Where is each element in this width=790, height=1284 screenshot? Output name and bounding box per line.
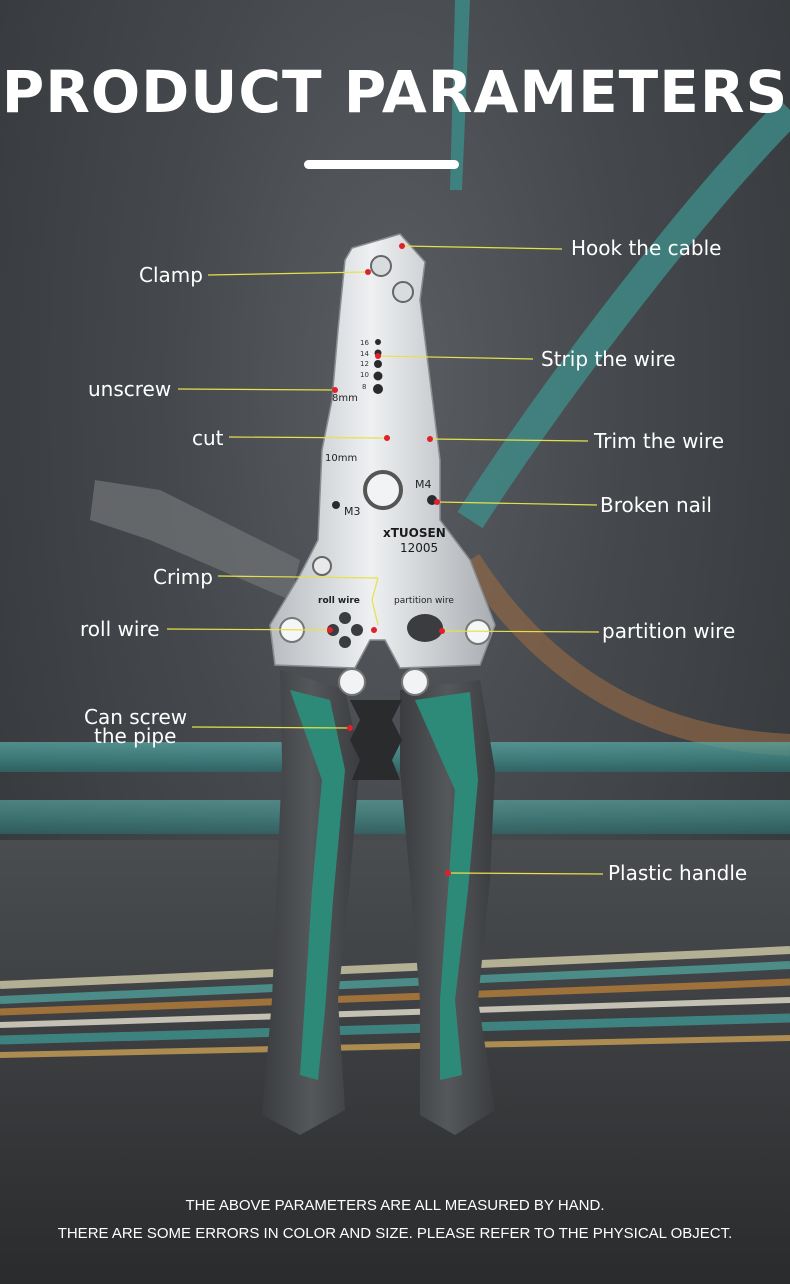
right-handle-green-inlay bbox=[415, 692, 478, 1080]
teal-cable-curve bbox=[457, 99, 790, 529]
footer-line-2: THERE ARE SOME ERRORS IN COLOR AND SIZE.… bbox=[57, 1225, 733, 1242]
marker-dots bbox=[327, 243, 451, 876]
footer-line-1: THE ABOVE PARAMETERS ARE ALL MEASURED BY… bbox=[185, 1197, 605, 1214]
label-roll-wire: roll wire bbox=[80, 617, 160, 641]
teal-cable-vertical bbox=[450, 0, 470, 190]
crimp-rivet bbox=[312, 556, 332, 576]
orange-cable bbox=[460, 554, 790, 756]
m3-mark: M3 bbox=[344, 505, 361, 518]
label-unscrew: unscrew bbox=[88, 377, 172, 401]
wire-bundle bbox=[0, 946, 790, 1058]
page-title: PRODUCT PARAMETERS bbox=[1, 58, 789, 126]
label-can-screw-line1: Can screw bbox=[84, 705, 188, 729]
size-8mm-mark: 8mm bbox=[332, 393, 358, 404]
label-partition-wire: partition wire bbox=[602, 619, 736, 643]
left-handle-green-inlay bbox=[290, 690, 345, 1080]
size-10mm-mark: 10mm bbox=[325, 453, 357, 464]
gauge-14-mark: 14 bbox=[360, 350, 369, 358]
label-plastic-handle: Plastic handle bbox=[608, 861, 748, 885]
right-pivot-rivet bbox=[465, 619, 491, 645]
gauge-8-mark: 8 bbox=[362, 383, 366, 391]
m3-hole bbox=[332, 501, 340, 509]
teal-cable-horizontal-2 bbox=[0, 800, 790, 834]
label-clamp: Clamp bbox=[139, 263, 203, 287]
coax-connector bbox=[90, 480, 300, 600]
clamp-rivet-2 bbox=[392, 281, 414, 303]
leader-lines bbox=[166, 245, 604, 875]
floor-surface bbox=[0, 840, 790, 1284]
clamp-rivet-1 bbox=[370, 255, 392, 277]
brand-mark: xTUOSEN bbox=[383, 526, 446, 540]
label-cut: cut bbox=[192, 426, 224, 450]
label-trim-the-wire: Trim the wire bbox=[594, 429, 725, 453]
partition-wire-hole bbox=[407, 614, 443, 642]
pliers-head bbox=[269, 233, 496, 669]
gauge-16-mark: 16 bbox=[360, 339, 369, 347]
gauge-10-mark: 10 bbox=[360, 371, 369, 379]
center-pivot bbox=[363, 470, 403, 510]
right-joint-rivet bbox=[401, 668, 429, 696]
pipe-grip-teeth bbox=[350, 700, 402, 780]
gauge-12-mark: 12 bbox=[360, 360, 369, 368]
m4-mark: M4 bbox=[415, 478, 432, 491]
roll-wire-mark: roll wire bbox=[318, 596, 360, 606]
label-can-screw-line2: the pipe bbox=[94, 724, 177, 748]
left-joint-rivet bbox=[338, 668, 366, 696]
title-underline bbox=[304, 160, 459, 169]
partition-wire-mark: partition wire bbox=[394, 596, 454, 606]
label-crimp: Crimp bbox=[153, 565, 213, 589]
label-hook-the-cable: Hook the cable bbox=[571, 236, 722, 260]
label-broken-nail: Broken nail bbox=[600, 493, 712, 517]
label-strip-the-wire: Strip the wire bbox=[541, 347, 676, 371]
model-mark: 12005 bbox=[400, 541, 438, 555]
